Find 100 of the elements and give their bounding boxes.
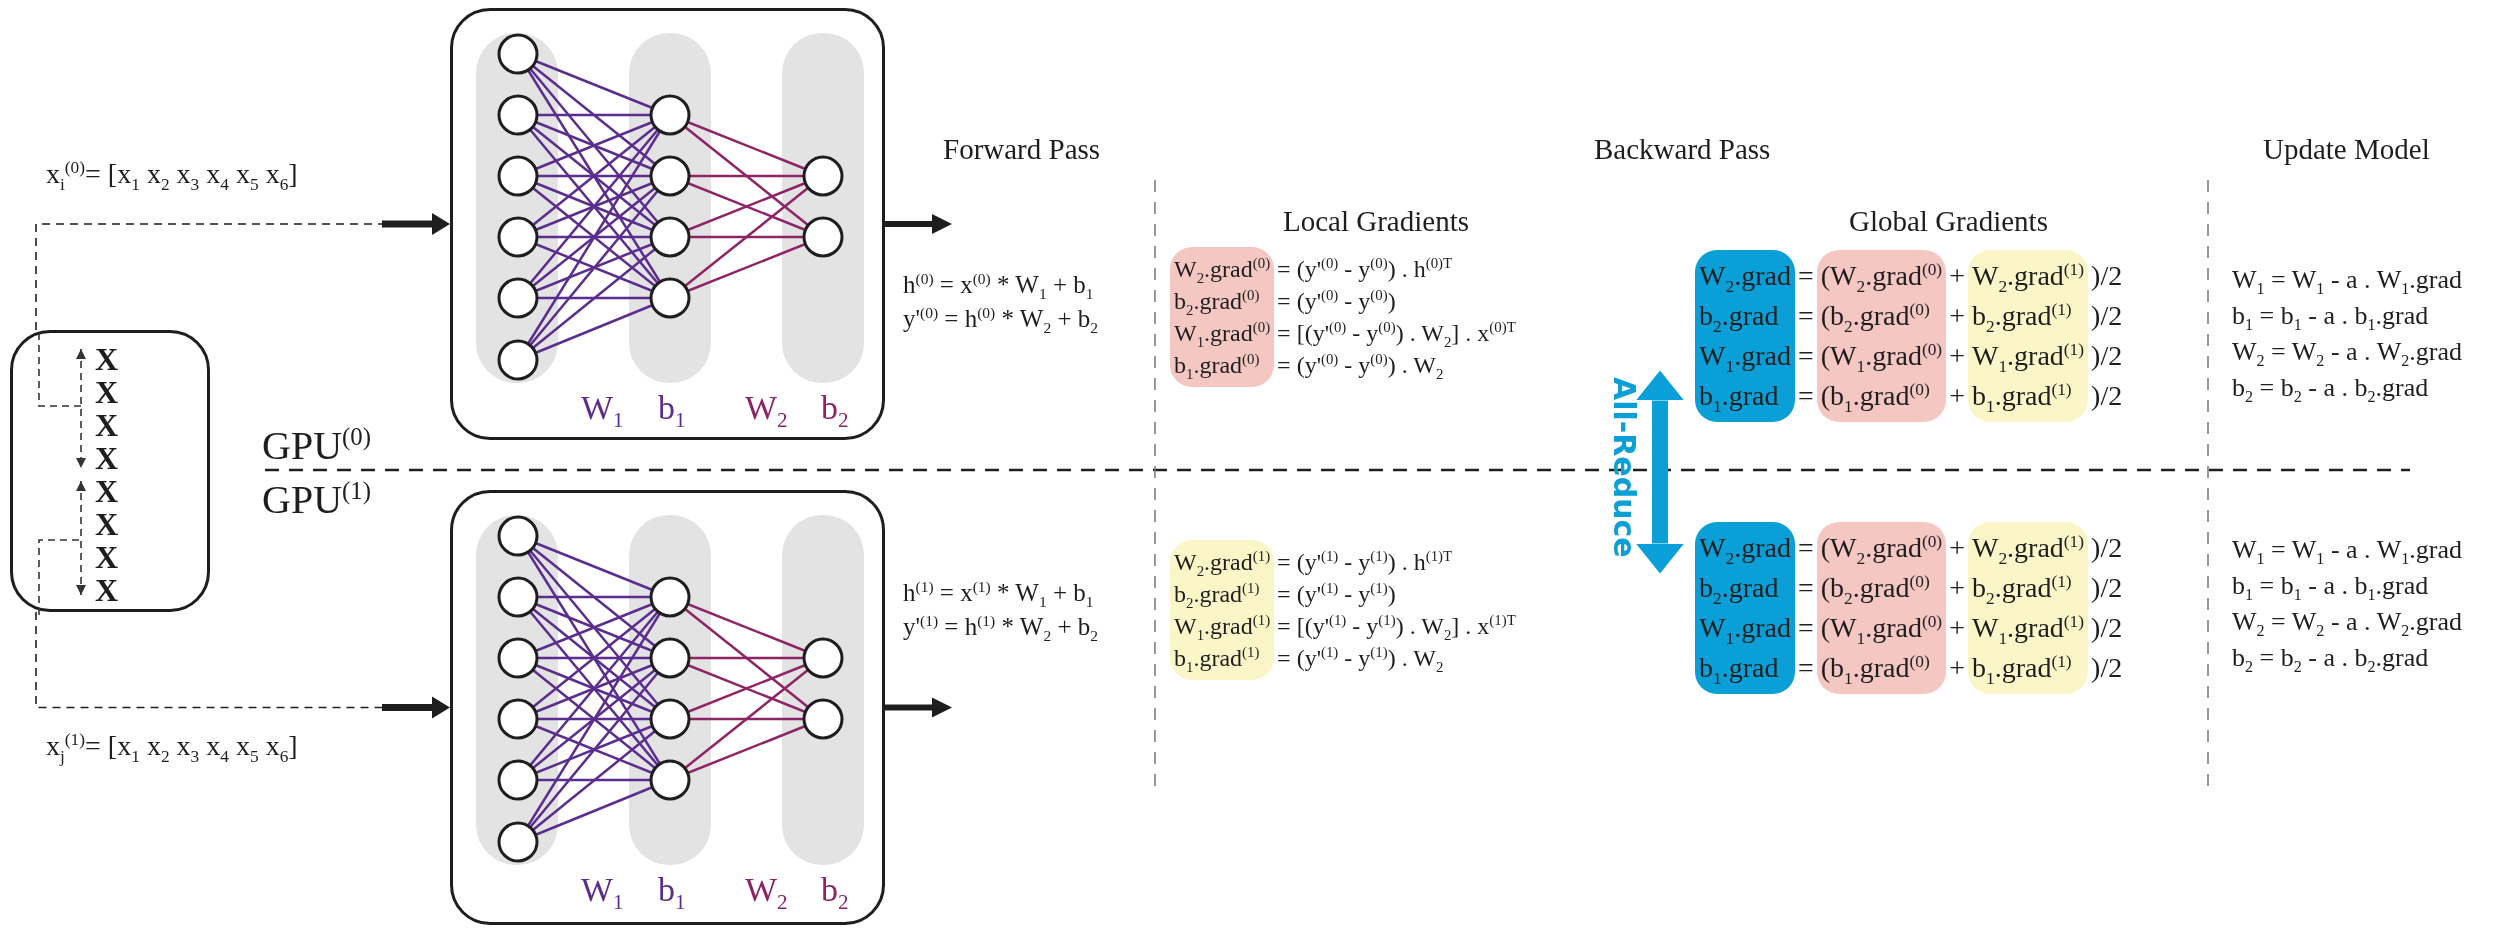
equation-term: W$_{2}$.grad$^{(1)}$: [1971, 530, 2085, 568]
equation-term: b$_{2}$.grad$^{(0)}$: [1174, 286, 1261, 317]
equation-text: =: [1797, 299, 1814, 333]
equation-text: =: [1797, 339, 1814, 373]
parameter-label: W$_{2}$: [745, 389, 788, 427]
gradient-highlight: [1695, 250, 1795, 422]
equation-text: )/2: [2091, 611, 2123, 645]
gradient-highlight: [1967, 250, 2089, 422]
sample-label: X: [95, 508, 119, 541]
equation-term: W$_{2}$.grad$^{(1)}$: [1971, 258, 2085, 296]
equation-text: )/2: [2091, 339, 2123, 373]
equation-term: W$_{1}$.grad: [1699, 339, 1791, 376]
gradient-highlight: [1170, 540, 1275, 680]
equation-text: b$_{2}$ = b$_{2}$ - a . b$_{2}$.grad: [2232, 372, 2430, 406]
equation-term: W$_{2}$.grad: [1699, 531, 1791, 568]
parameter-label: b$_{1}$: [658, 871, 686, 909]
gradient-highlight: [1816, 250, 1947, 422]
equation-term: (b$_{1}$.grad$^{(0)}$: [1820, 650, 1931, 688]
equation-text: W$_{1}$ = W$_{1}$ - a . W$_{1}$.grad: [2232, 264, 2462, 298]
equation-term: b$_{1}$.grad$^{(1)}$: [1971, 378, 2073, 416]
parameter-label: b$_{2}$: [821, 389, 849, 427]
equation-text: = (y'$^{(1)}$ - y$^{(1)}$) . W$_{2}$: [1277, 643, 1445, 674]
equation-text: W$_{2}$ = W$_{2}$ - a . W$_{2}$.grad: [2232, 336, 2462, 370]
sample-label: X: [95, 343, 119, 376]
equation-term: W$_{2}$.grad$^{(1)}$: [1174, 547, 1271, 578]
equation-text: +: [1949, 339, 1965, 373]
gradient-highlight: [1695, 522, 1795, 694]
arrow: [1636, 370, 1684, 574]
equation-text: +: [1949, 611, 1965, 645]
equation-text: )/2: [2091, 531, 2123, 565]
equation-term: (b$_{1}$.grad$^{(0)}$: [1820, 378, 1931, 416]
equation-text: +: [1949, 379, 1965, 413]
equation-text: )/2: [2091, 259, 2123, 293]
section-heading: Local Gradients: [1283, 205, 1469, 237]
equation-text: =: [1797, 379, 1814, 413]
equation-text: +: [1949, 299, 1965, 333]
equation-term: W$_{1}$.grad$^{(0)}$: [1174, 318, 1271, 349]
gpu-label: GPU$^{(0)}$: [262, 423, 371, 468]
equation-term: (b$_{2}$.grad$^{(0)}$: [1820, 570, 1931, 608]
equation-text: b$_{1}$ = b$_{1}$ - a . b$_{1}$.grad: [2232, 570, 2430, 604]
equation-text: =: [1797, 611, 1814, 645]
parameter-label: b$_{1}$: [658, 389, 686, 427]
section-heading: Update Model: [2263, 133, 2430, 165]
equation-term: b$_{1}$.grad: [1699, 651, 1780, 688]
equation-term: b$_{2}$.grad: [1699, 299, 1780, 336]
equation-text: = (y'$^{(0)}$ - y$^{(0)}$) . h$^{(0)T}$: [1277, 254, 1454, 284]
arrow: [885, 697, 952, 718]
equation-term: (b$_{2}$.grad$^{(0)}$: [1820, 298, 1931, 336]
equation-text: b$_{2}$ = b$_{2}$ - a . b$_{2}$.grad: [2232, 642, 2430, 676]
equation-text: )/2: [2091, 571, 2123, 605]
edge-label: x$_{i}$$^{(0)}$= [x$_{1}$ x$_{2}$ x$_{3}$ x$_{4}$ x$_{5}$ x$_{6}$]: [46, 158, 298, 190]
equation-text: )/2: [2091, 299, 2123, 333]
equation-term: W$_{2}$.grad$^{(0)}$: [1174, 254, 1271, 285]
equation-text: h$^{(0)}$ = x$^{(0)}$ * W$_{1}$ + b$_{1}$: [903, 268, 1095, 302]
equation-term: b$_{1}$.grad$^{(1)}$: [1971, 650, 2073, 688]
sample-label: X: [95, 442, 119, 475]
equation-term: b$_{2}$.grad$^{(1)}$: [1174, 579, 1261, 610]
section-heading: Forward Pass: [943, 133, 1101, 165]
equation-text: = [(y'$^{(0)}$ - y$^{(0)}$) . W$_{2}$] . x$^{(0)T}$: [1277, 318, 1516, 349]
equation-text: +: [1949, 531, 1965, 565]
parameter-label: b$_{2}$: [821, 871, 849, 909]
equation-term: (W$_{1}$.grad$^{(0)}$: [1820, 610, 1943, 648]
equation-text: =: [1797, 571, 1814, 605]
equation-term: (W$_{2}$.grad$^{(0)}$: [1820, 530, 1943, 568]
equation-text: =: [1797, 259, 1814, 293]
dataset-box: [10, 330, 210, 612]
equation-term: W$_{2}$.grad: [1699, 259, 1791, 296]
equation-text: y'$^{(1)}$ = h$^{(1)}$ * W$_{2}$ + b$_{2}$: [903, 610, 1099, 644]
parameter-label: W$_{1}$: [581, 389, 624, 427]
equation-text: +: [1949, 571, 1965, 605]
gpu-label: GPU$^{(1)}$: [262, 477, 371, 522]
equation-term: b$_{1}$.grad$^{(1)}$: [1174, 643, 1261, 674]
equation-term: (W$_{1}$.grad$^{(0)}$: [1820, 338, 1943, 376]
gradient-highlight: [1967, 522, 2089, 694]
equation-text: = (y'$^{(1)}$ - y$^{(1)}$): [1277, 579, 1397, 609]
equation-text: W$_{1}$ = W$_{1}$ - a . W$_{1}$.grad: [2232, 534, 2462, 568]
parameter-label: W$_{2}$: [745, 871, 788, 909]
sample-label: X: [95, 376, 119, 409]
equation-text: y'$^{(0)}$ = h$^{(0)}$ * W$_{2}$ + b$_{2}$: [903, 302, 1099, 336]
equation-term: b$_{1}$.grad: [1699, 379, 1780, 416]
equation-term: b$_{2}$.grad$^{(1)}$: [1971, 570, 2073, 608]
equation-text: b$_{1}$ = b$_{1}$ - a . b$_{1}$.grad: [2232, 300, 2430, 334]
sample-label: X: [95, 574, 119, 607]
equation-text: = (y'$^{(0)}$ - y$^{(0)}$) . W$_{2}$: [1277, 350, 1445, 381]
section-heading: Global Gradients: [1849, 205, 2048, 237]
equation-term: W$_{1}$.grad$^{(1)}$: [1174, 611, 1271, 642]
equation-text: h$^{(1)}$ = x$^{(1)}$ * W$_{1}$ + b$_{1}$: [903, 576, 1095, 610]
sample-label: X: [95, 475, 119, 508]
sample-label: X: [95, 409, 119, 442]
equation-text: =: [1797, 651, 1814, 685]
equation-text: )/2: [2091, 651, 2123, 685]
equation-term: W$_{1}$.grad: [1699, 611, 1791, 648]
equation-text: )/2: [2091, 379, 2123, 413]
equation-text: = (y'$^{(1)}$ - y$^{(1)}$) . h$^{(1)T}$: [1277, 547, 1454, 577]
equation-text: = (y'$^{(0)}$ - y$^{(0)}$): [1277, 286, 1397, 316]
arrow: [885, 214, 952, 234]
equation-text: W$_{2}$ = W$_{2}$ - a . W$_{2}$.grad: [2232, 606, 2462, 640]
equation-text: +: [1949, 651, 1965, 685]
equation-term: b$_{2}$.grad$^{(1)}$: [1971, 298, 2073, 336]
equation-term: b$_{2}$.grad: [1699, 571, 1780, 608]
